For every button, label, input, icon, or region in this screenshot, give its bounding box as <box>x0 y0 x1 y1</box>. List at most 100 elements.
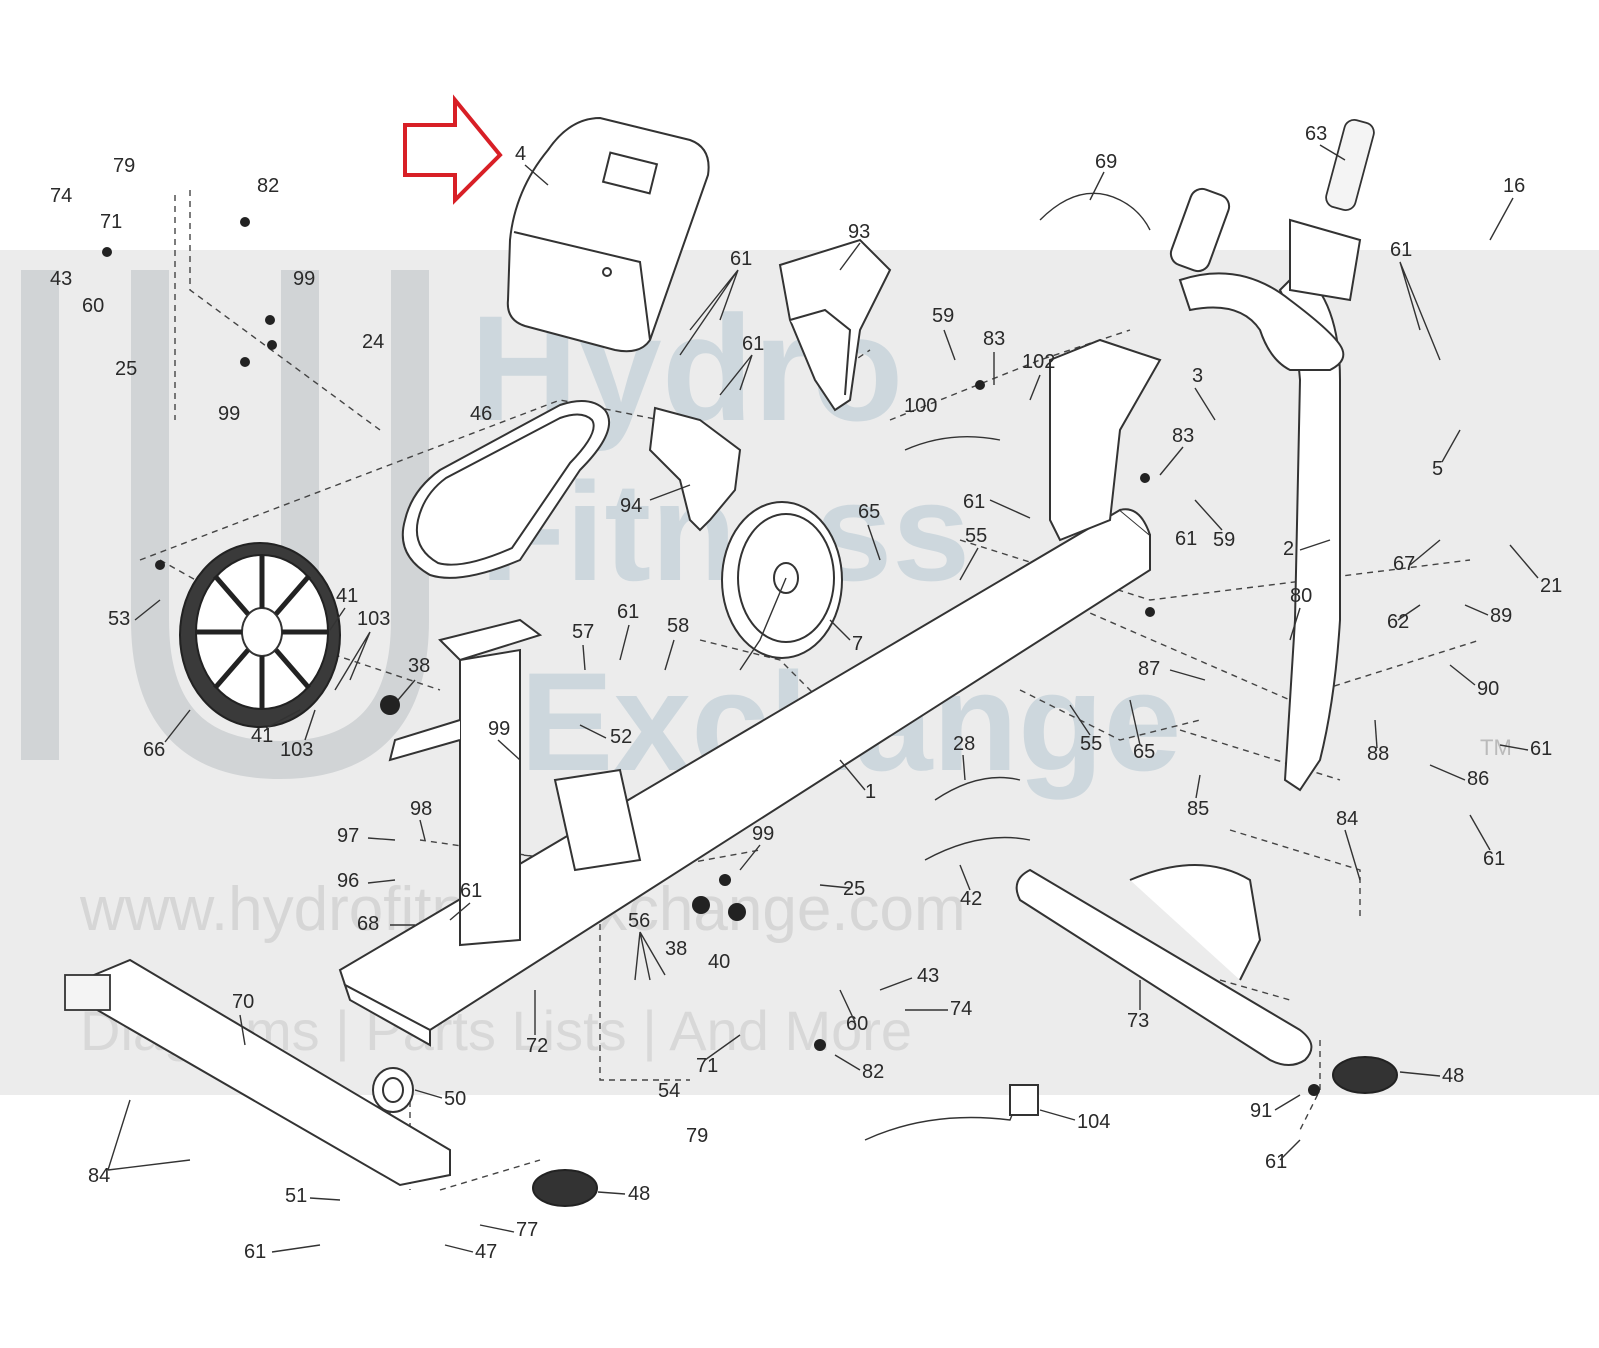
label-21: 21 <box>1540 575 1562 597</box>
leader-lines <box>107 144 1539 1253</box>
shroud-94 <box>648 406 742 532</box>
label-103: 103 <box>280 739 313 761</box>
label-73: 73 <box>1127 1010 1149 1032</box>
label-61: 61 <box>460 880 482 902</box>
label-65: 65 <box>1133 741 1155 763</box>
label-98: 98 <box>410 798 432 820</box>
label-68: 68 <box>357 913 379 935</box>
label-61: 61 <box>1530 738 1552 760</box>
label-3: 3 <box>1192 365 1203 387</box>
label-86: 86 <box>1467 768 1489 790</box>
cables-and-adapter <box>864 192 1151 1141</box>
label-82: 82 <box>862 1061 884 1083</box>
label-52: 52 <box>610 726 632 748</box>
label-63: 63 <box>1305 123 1327 145</box>
shroud-93 <box>778 238 892 412</box>
label-41: 41 <box>251 725 273 747</box>
label-25: 25 <box>843 878 865 900</box>
end-caps-48 <box>532 1056 1398 1207</box>
label-43: 43 <box>50 268 72 290</box>
label-57: 57 <box>572 621 594 643</box>
label-87: 87 <box>1138 658 1160 680</box>
label-83: 83 <box>1172 425 1194 447</box>
label-79: 79 <box>113 155 135 177</box>
label-24: 24 <box>362 331 384 353</box>
label-61: 61 <box>1390 239 1412 261</box>
label-96: 96 <box>337 870 359 892</box>
label-25: 25 <box>115 358 137 380</box>
label-4: 4 <box>515 143 526 165</box>
console-part <box>506 116 710 353</box>
label-72: 72 <box>526 1035 548 1057</box>
label-47: 47 <box>475 1241 497 1263</box>
label-59: 59 <box>932 305 954 327</box>
label-89: 89 <box>1490 605 1512 627</box>
label-74: 74 <box>50 185 72 207</box>
label-56: 56 <box>628 910 650 932</box>
label-61: 61 <box>742 333 764 355</box>
label-99: 99 <box>218 403 240 425</box>
label-82: 82 <box>257 175 279 197</box>
label-104: 104 <box>1077 1111 1110 1133</box>
label-93: 93 <box>848 221 870 243</box>
label-43: 43 <box>917 965 939 987</box>
label-71: 71 <box>696 1055 718 1077</box>
label-50: 50 <box>444 1088 466 1110</box>
label-46: 46 <box>470 403 492 425</box>
label-99: 99 <box>293 268 315 290</box>
label-69: 69 <box>1095 151 1117 173</box>
label-66: 66 <box>143 739 165 761</box>
label-48: 48 <box>628 1183 650 1205</box>
label-74: 74 <box>950 998 972 1020</box>
label-102: 102 <box>1022 351 1055 373</box>
watermark-tm: TM <box>1480 735 1512 760</box>
label-61: 61 <box>617 601 639 623</box>
label-48: 48 <box>1442 1065 1464 1087</box>
label-61: 61 <box>244 1241 266 1263</box>
label-84: 84 <box>88 1165 110 1187</box>
label-58: 58 <box>667 615 689 637</box>
label-38: 38 <box>665 938 687 960</box>
label-2: 2 <box>1283 538 1294 560</box>
label-7: 7 <box>852 633 863 655</box>
flywheel-7 <box>721 501 843 671</box>
label-84: 84 <box>1336 808 1358 830</box>
label-70: 70 <box>232 991 254 1013</box>
label-60: 60 <box>82 295 104 317</box>
label-103: 103 <box>357 608 390 630</box>
label-71: 71 <box>100 211 122 233</box>
label-100: 100 <box>904 395 937 417</box>
label-61: 61 <box>1265 1151 1287 1173</box>
label-90: 90 <box>1477 678 1499 700</box>
label-85: 85 <box>1187 798 1209 820</box>
label-67: 67 <box>1393 553 1415 575</box>
wheel-50 <box>372 1067 414 1113</box>
label-53: 53 <box>108 608 130 630</box>
label-61: 61 <box>1483 848 1505 870</box>
label-1: 1 <box>865 781 876 803</box>
label-5: 5 <box>1432 458 1443 480</box>
label-88: 88 <box>1367 743 1389 765</box>
label-99: 99 <box>488 718 510 740</box>
label-51: 51 <box>285 1185 307 1207</box>
label-94: 94 <box>620 495 642 517</box>
label-77: 77 <box>516 1219 538 1241</box>
label-16: 16 <box>1503 175 1525 197</box>
label-55: 55 <box>965 525 987 547</box>
label-61: 61 <box>1175 528 1197 550</box>
label-91: 91 <box>1250 1100 1272 1122</box>
main-frame-1 <box>338 338 1162 1047</box>
label-61: 61 <box>963 491 985 513</box>
label-65: 65 <box>858 501 880 523</box>
handlebar-3 <box>1169 118 1375 371</box>
label-54: 54 <box>658 1080 680 1102</box>
label-79: 79 <box>686 1125 708 1147</box>
label-80: 80 <box>1290 585 1312 607</box>
label-40: 40 <box>708 951 730 973</box>
part-number-labels: 4 79 82 74 71 43 60 99 24 25 99 46 61 61… <box>50 123 1562 1263</box>
pulley-66 <box>179 542 341 728</box>
label-42: 42 <box>960 888 982 910</box>
rear-stabilizer-73 <box>1015 864 1313 1066</box>
label-55: 55 <box>1080 733 1102 755</box>
